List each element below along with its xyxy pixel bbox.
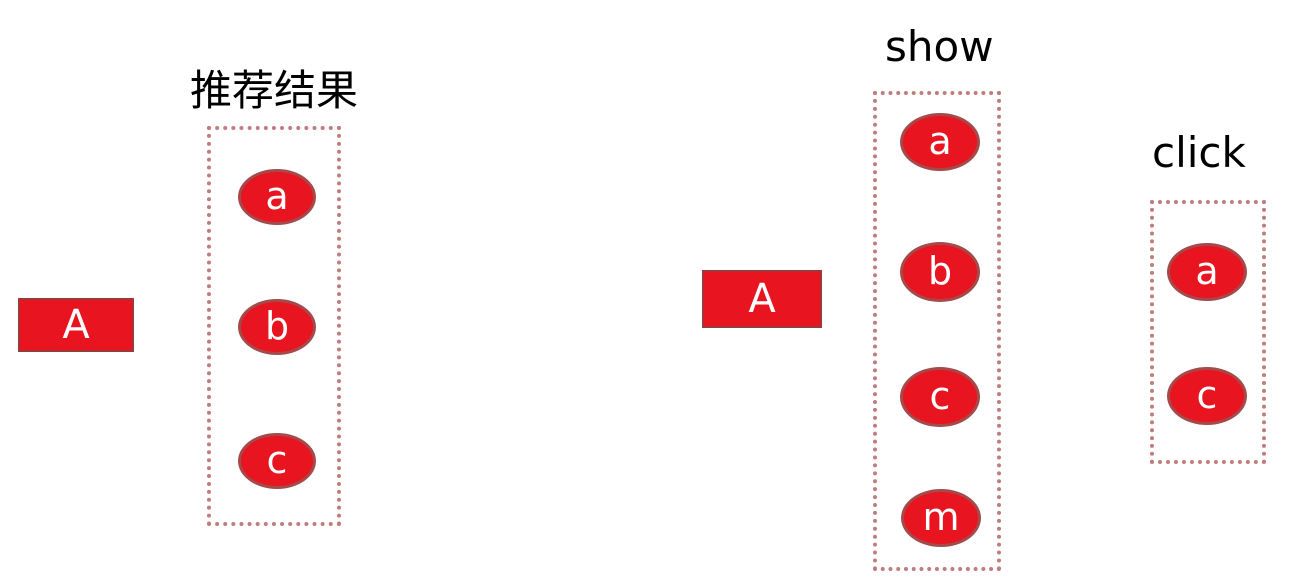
shown-item-b: b xyxy=(900,242,980,302)
shown-item-m: m xyxy=(901,489,981,547)
show-group xyxy=(873,91,1001,571)
recommendation-results-group xyxy=(207,126,341,526)
recommended-item-a: a xyxy=(238,169,316,225)
clicked-item-c: c xyxy=(1167,367,1247,425)
click-title: click xyxy=(1152,128,1246,177)
recommended-item-b: b xyxy=(238,299,316,355)
user-node: A xyxy=(18,298,134,352)
clicked-item-a: a xyxy=(1167,243,1247,301)
shown-item-a: a xyxy=(900,113,980,171)
recommended-item-c: c xyxy=(238,433,316,489)
show-title: show xyxy=(885,22,994,71)
shown-item-c: c xyxy=(900,367,980,427)
click-group xyxy=(1150,200,1266,464)
user-node-right: A xyxy=(702,270,822,328)
recommendation-results-title: 推荐结果 xyxy=(190,66,359,115)
